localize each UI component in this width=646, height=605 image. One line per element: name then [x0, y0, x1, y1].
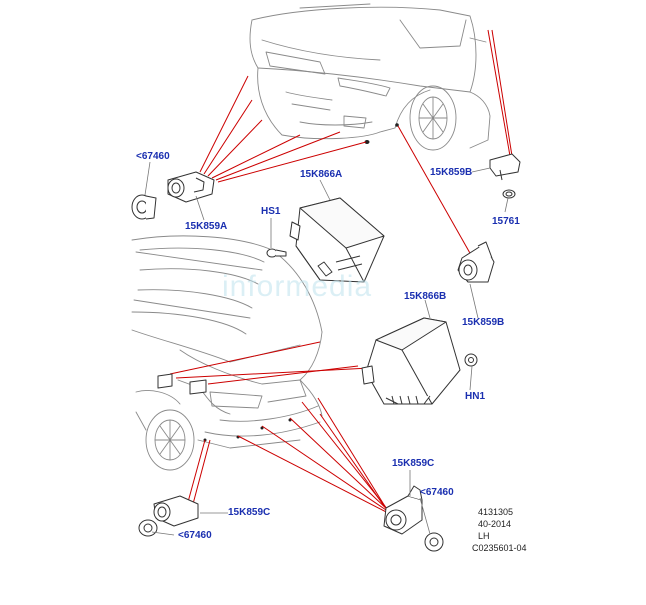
- part-label-HS1[interactable]: HS1: [261, 206, 281, 217]
- rear-camera-brackets: [157, 373, 207, 395]
- screw-HS1: [266, 248, 287, 258]
- part-label-67460-top[interactable]: <67460: [136, 151, 170, 162]
- part-label-15761[interactable]: 15761: [492, 216, 520, 227]
- sensor-ring-67460-top: [131, 194, 157, 220]
- parking-sensor-15K859C-left: [153, 495, 199, 527]
- part-label-15K859B-mid[interactable]: 15K859B: [462, 317, 505, 328]
- reference-line-4: C0235601-04: [472, 543, 527, 553]
- sensor-ring-67460-bottom-left: [138, 519, 158, 537]
- reference-line-3: LH: [478, 531, 490, 541]
- washer-15761: [502, 189, 516, 199]
- part-label-15K866A[interactable]: 15K866A: [300, 169, 343, 180]
- sensor-ring-67460-bottom-right: [424, 532, 444, 552]
- parking-sensor-15K859B-mid: [457, 241, 495, 283]
- part-label-HN1[interactable]: HN1: [465, 391, 486, 402]
- diagram-reference-block: 4131305 40-2014 LH C0235601-04: [472, 506, 533, 554]
- parking-sensor-15K859A: [167, 171, 215, 203]
- part-label-15K859C-left[interactable]: 15K859C: [228, 507, 271, 518]
- front-vehicle-illustration: [249, 3, 491, 151]
- part-label-15K859B-top[interactable]: 15K859B: [430, 167, 473, 178]
- reference-line-1: 4131305: [478, 507, 514, 517]
- part-label-67460-bottom-left[interactable]: <67460: [178, 530, 212, 541]
- rear-vehicle-illustration: [131, 235, 323, 471]
- part-label-15K859C-right[interactable]: 15K859C: [392, 458, 435, 469]
- watermark: informedia: [222, 270, 373, 303]
- part-label-67460-bottom-right[interactable]: <67460: [420, 487, 454, 498]
- parking-sensor-15K859C-right: [383, 485, 423, 535]
- part-label-15K866B[interactable]: 15K866B: [404, 291, 447, 302]
- reference-line-2: 40-2014: [478, 519, 512, 529]
- module-15K866B: [361, 317, 461, 405]
- module-15K866A: [289, 197, 385, 283]
- parking-sensor-15K859B-top: [489, 153, 521, 181]
- nut-HN1: [464, 353, 478, 367]
- part-label-15K859A[interactable]: 15K859A: [185, 221, 228, 232]
